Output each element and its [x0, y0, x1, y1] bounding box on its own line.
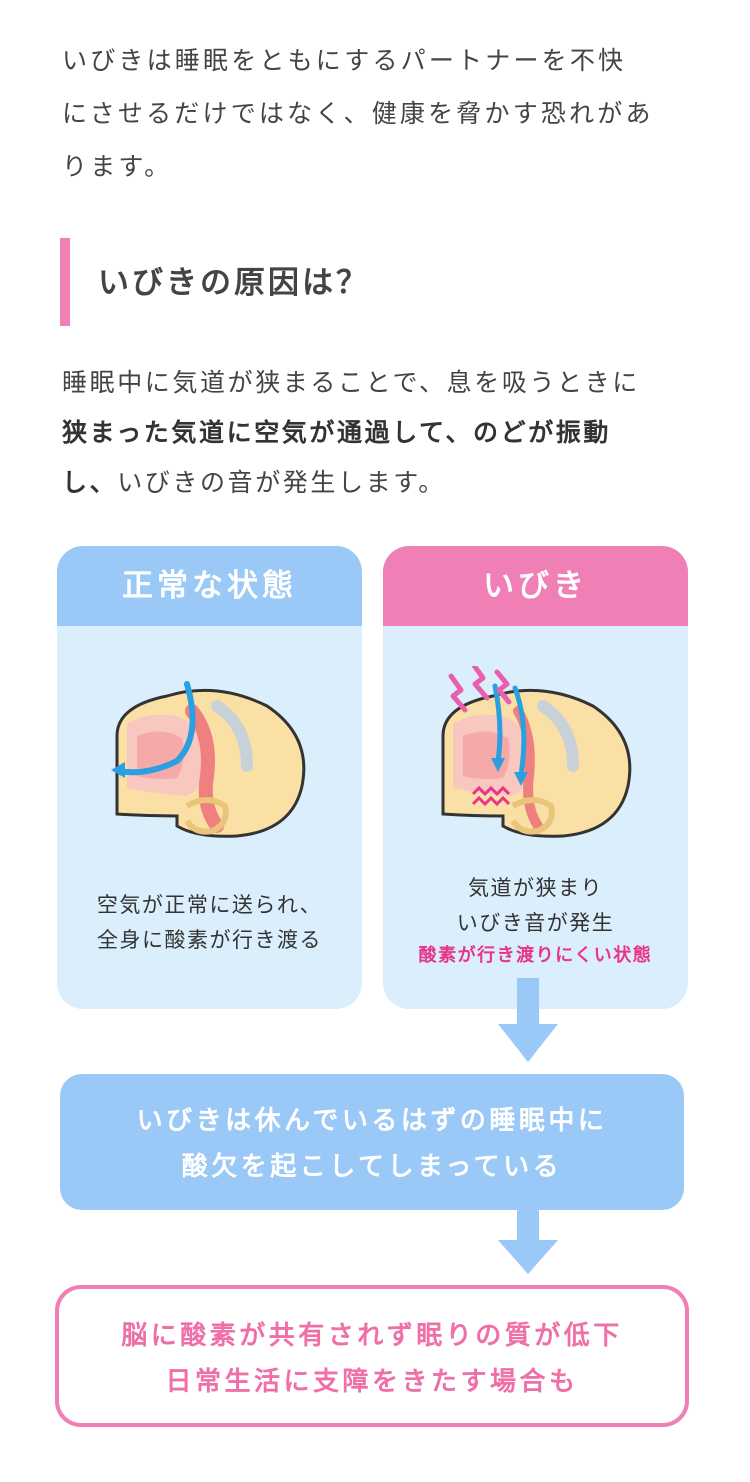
cause-paragraph: 睡眠中に気道が狭まることで、息を吸うときに 狭まった気道に空気が通過して、のどが… — [62, 358, 702, 508]
card-snoring: いびき 気道が狭まり いびき音が発生 酸素が行き渡りにくい状態 — [383, 546, 688, 1009]
result-line-1: 脳に酸素が共有されず眠りの質が低下 — [121, 1321, 623, 1351]
card-normal-state: 正常な状態 空気が正常に送られ、 全身に酸素が行き渡る — [57, 546, 362, 1009]
card-snore-text: 気道が狭まり いびき音が発生 — [383, 871, 688, 941]
result-box: 脳に酸素が共有されず眠りの質が低下 日常生活に支障をきたす場合も — [55, 1285, 689, 1427]
cause-line-3-rest: いびきの音が発生します。 — [117, 468, 446, 497]
cause-line-2-bold: 狭まった気道に空気が通過して、のどが振動 — [62, 418, 612, 447]
result-line-2: 日常生活に支障をきたす場合も — [165, 1367, 579, 1397]
card-snore-text-2: いびき音が発生 — [456, 911, 615, 935]
intro-paragraph: いびきは睡眠をともにするパートナーを不快 にさせるだけではなく、健康を脅かす恐れ… — [62, 34, 692, 193]
intro-line-3: ります。 — [62, 152, 173, 181]
heading-accent-bar — [60, 238, 70, 326]
card-normal-text-1: 空気が正常に送られ、 — [96, 893, 323, 917]
section-heading: いびきの原因は？ — [98, 265, 370, 301]
cause-line-1: 睡眠中に気道が狭まることで、息を吸うときに — [62, 368, 640, 397]
consequence-line-2: 酸欠を起こしてしまっている — [181, 1152, 563, 1182]
sleeping-head-snoring-illustration — [441, 666, 632, 838]
card-snore-title: いびき — [383, 546, 688, 626]
card-normal-text: 空気が正常に送られ、 全身に酸素が行き渡る — [57, 888, 362, 958]
sleeping-head-normal-illustration — [111, 681, 306, 838]
arrow-down-icon — [498, 1210, 558, 1274]
consequence-line-1: いびきは休んでいるはずの睡眠中に — [136, 1106, 608, 1136]
card-snore-alert: 酸素が行き渡りにくい状態 — [418, 945, 653, 966]
card-normal-text-2: 全身に酸素が行き渡る — [97, 928, 322, 952]
intro-line-1: いびきは睡眠をともにするパートナーを不快 — [62, 46, 627, 75]
cause-line-3-bold: し、 — [62, 468, 118, 497]
arrow-down-icon — [498, 978, 558, 1062]
card-normal-title: 正常な状態 — [57, 546, 362, 626]
consequence-box: いびきは休んでいるはずの睡眠中に 酸欠を起こしてしまっている — [60, 1074, 684, 1210]
intro-line-2: にさせるだけではなく、健康を脅かす恐れがあ — [62, 99, 654, 128]
card-snore-text-1: 気道が狭まり — [468, 876, 603, 900]
